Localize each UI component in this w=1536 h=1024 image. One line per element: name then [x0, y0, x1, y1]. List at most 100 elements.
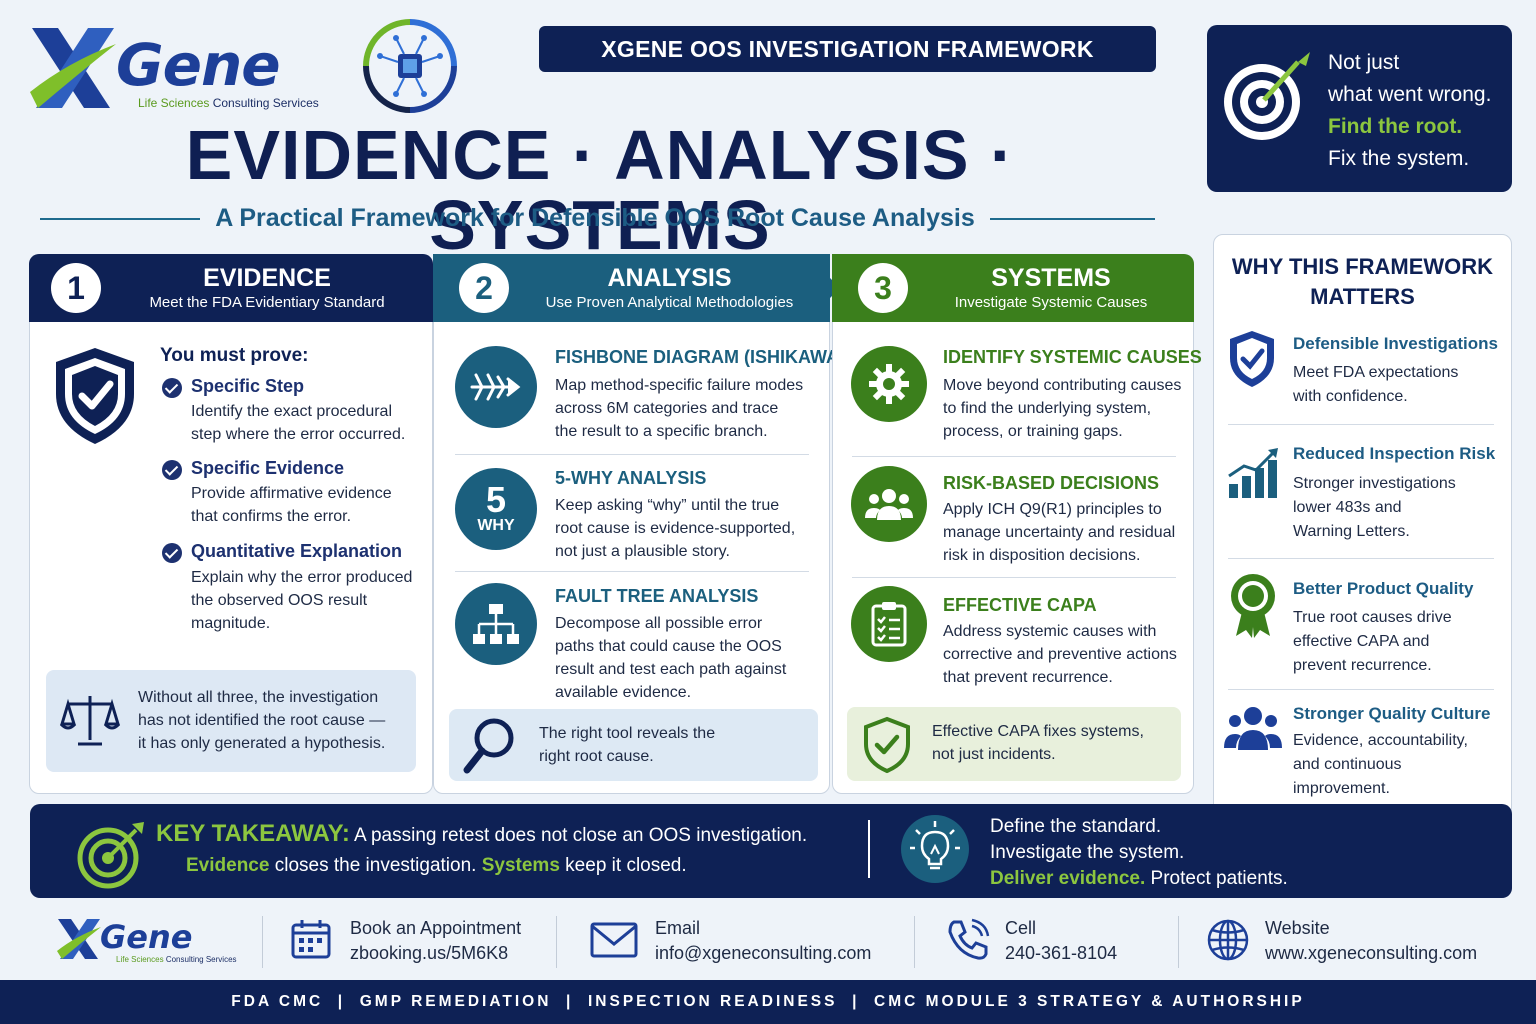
award-icon [1231, 574, 1275, 638]
evidence-header: 1 EVIDENCE Meet the FDA Evidentiary Stan… [29, 254, 433, 322]
five-why-title: 5-WHY ANALYSIS [555, 468, 707, 488]
calendar-icon [291, 920, 331, 959]
analysis-subtitle: Use Proven Analytical Methodologies [545, 294, 794, 311]
footer-separator [914, 916, 915, 968]
subtitle-rule-left [40, 218, 200, 220]
xgene-logo-x [30, 28, 116, 108]
footer-separator [262, 916, 263, 968]
phone-icon [948, 918, 990, 960]
systems-header: 3 SYSTEMS Investigate Systemic Causes [832, 254, 1194, 322]
target-arrow-icon [1224, 52, 1310, 140]
check-icon [162, 460, 182, 480]
page-subtitle: A Practical Framework for Defensible OOS… [215, 204, 975, 232]
systemic-causes-title: IDENTIFY SYSTEMIC CAUSES [943, 347, 1202, 367]
website-link[interactable]: www.xgeneconsulting.com [1265, 943, 1478, 963]
step-number-1: 1 [51, 263, 101, 313]
must-prove-heading: You must prove: [160, 345, 309, 366]
systems-note-text: Effective CAPA fixes systems,not just in… [932, 723, 1144, 763]
logo-tagline: Life Sciences Consulting Services [138, 96, 319, 110]
footer-separator [556, 916, 557, 968]
systems-subtitle: Investigate Systemic Causes [954, 294, 1148, 311]
divider [455, 454, 809, 455]
evidence-title: EVIDENCE [203, 264, 331, 292]
takeaway-separator [868, 820, 870, 878]
divider [455, 571, 809, 572]
systems-title: SYSTEMS [991, 264, 1111, 292]
bar-chart-icon [1228, 448, 1278, 498]
page-title: EVIDENCE · ANALYSIS · SYSTEMS [185, 116, 1015, 264]
quote-text: Not just what went wrong. Find the root.… [1328, 51, 1492, 170]
evidence-item-title: Specific Evidence [191, 458, 345, 478]
fault-tree-icon [455, 583, 537, 665]
why-panel [1213, 234, 1512, 818]
target-icon [77, 822, 144, 889]
email-label: Email [655, 918, 701, 938]
key-takeaway-bar [30, 804, 1512, 898]
capa-title: EFFECTIVE CAPA [943, 595, 1097, 615]
takeaway-line-2: Evidence closes the investigation. Syste… [186, 855, 687, 876]
why-item-title: Reduced Inspection Risk [1293, 444, 1496, 463]
why-item-title: Stronger Quality Culture [1293, 704, 1491, 723]
email-link[interactable]: info@xgeneconsulting.com [655, 943, 872, 963]
mail-icon [590, 922, 638, 958]
magnifier-icon [463, 718, 514, 774]
globe-icon [1207, 919, 1249, 961]
step-number-2: 2 [459, 263, 509, 313]
fishbone-title: FISHBONE DIAGRAM (ISHIKAWA) [555, 347, 845, 367]
footer-separator [1178, 916, 1179, 968]
footer-logo-word: Gene [100, 918, 193, 956]
divider [1228, 689, 1494, 690]
check-icon [162, 543, 182, 563]
risk-decisions-title: RISK-BASED DECISIONS [943, 473, 1160, 493]
step-number-3: 3 [858, 263, 908, 313]
booking-link[interactable]: zbooking.us/5M6K8 [350, 943, 509, 963]
analysis-title: ANALYSIS [607, 264, 732, 292]
evidence-subtitle: Meet the FDA Evidentiary Standard [149, 294, 385, 311]
divider [852, 577, 1176, 578]
lightbulb-icon [901, 815, 969, 883]
divider [1228, 558, 1494, 559]
services-bar: FDA CMC | GMP REMEDIATION | INSPECTION R… [0, 980, 1536, 1024]
five-why-icon: 5 WHY [455, 468, 537, 550]
website-label: Website [1265, 918, 1330, 938]
fishbone-icon [455, 346, 537, 428]
why-item-title: Defensible Investigations [1293, 334, 1498, 353]
people-icon [1224, 707, 1282, 750]
scales-icon [60, 696, 120, 746]
subtitle-rule-right [990, 218, 1155, 220]
evidence-item-title: Specific Step [191, 376, 305, 396]
systems-note [847, 707, 1181, 781]
footer-logo-x [57, 919, 101, 959]
divider [852, 456, 1176, 457]
check-icon [162, 378, 182, 398]
team-icon [851, 466, 927, 542]
fault-tree-title: FAULT TREE ANALYSIS [555, 586, 759, 606]
takeaway-motto: Define the standard. Investigate the sys… [990, 816, 1288, 889]
shield-check-icon [1230, 331, 1274, 387]
footer-logo-tagline: Life Sciences Consulting Services [116, 955, 237, 964]
framework-banner: XGENE OOS INVESTIGATION FRAMEWORK [539, 26, 1156, 72]
takeaway-line-1: KEY TAKEAWAY: A passing retest does not … [156, 820, 808, 847]
shield-icon [864, 716, 910, 774]
shield-check-icon [56, 348, 134, 444]
cell-number[interactable]: 240-361-8104 [1005, 943, 1118, 963]
cell-label: Cell [1005, 918, 1037, 938]
evidence-item-title: Quantitative Explanation [191, 541, 403, 561]
clipboard-icon [851, 586, 927, 662]
chip-cycle-icon [363, 19, 457, 113]
